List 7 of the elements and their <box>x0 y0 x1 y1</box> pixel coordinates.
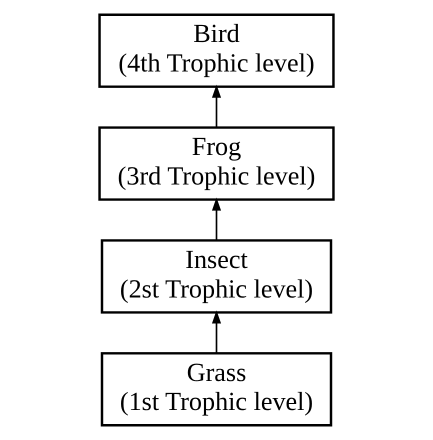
arrow <box>212 198 222 240</box>
node-box: Insect (2st Trophic level) <box>100 239 332 314</box>
node-box: Bird (4th Trophic level) <box>98 13 335 88</box>
node-box: Frog (3rd Trophic level) <box>98 126 335 201</box>
node-box: Grass (1st Trophic level) <box>100 352 332 427</box>
arrow <box>212 84 222 128</box>
arrow <box>212 310 222 353</box>
